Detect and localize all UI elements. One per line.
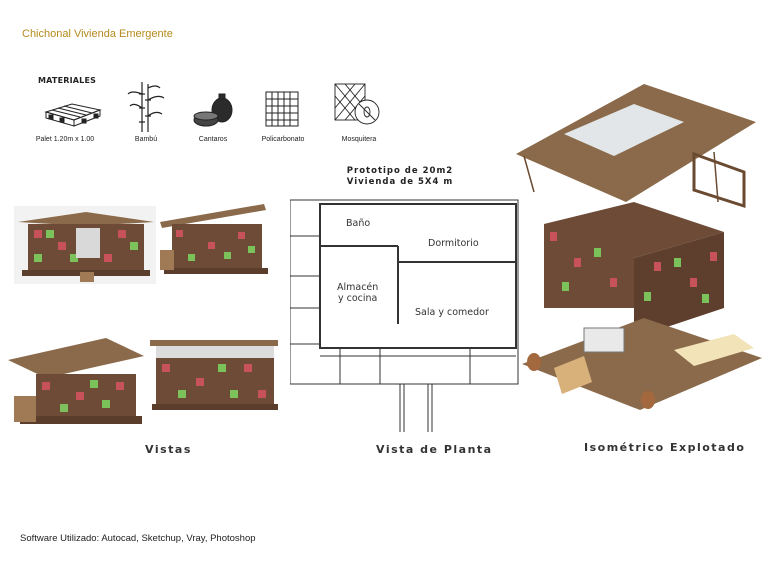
floor-plan (290, 199, 519, 432)
caption-exploded: Isométrico Explotado (584, 441, 746, 454)
house-view-front (14, 206, 156, 284)
prototype-line-2: Vivienda de 5X4 m (346, 177, 454, 187)
page-title: Chichonal Vivienda Emergente (22, 28, 173, 40)
room-storage-line-2: y cocina (337, 293, 378, 304)
exploded-isometric (516, 84, 762, 410)
materials-heading: MATERIALES (38, 76, 97, 85)
house-view-perspective (8, 338, 144, 424)
house-view-rear (150, 340, 278, 410)
room-storage-line-1: Almacén (337, 282, 379, 293)
pallet-icon (44, 103, 102, 127)
material-label-bamboo: Bambú (134, 136, 158, 143)
polycarbonate-icon (265, 91, 299, 127)
material-label-mosquito-net: Mosquitera (341, 136, 377, 143)
jug-icon (193, 93, 233, 127)
room-living-dining: Sala y comedor (415, 307, 489, 318)
software-footer: Software Utilizado: Autocad, Sketchup, V… (20, 533, 256, 544)
room-bath: Baño (346, 218, 371, 229)
prototype-title: Prototipo de 20m2 Vivienda de 5X4 m (330, 166, 470, 188)
material-label-pallet: Palet 1.20m x 1.00 (35, 136, 95, 143)
house-view-side (160, 204, 268, 274)
room-storage-kitchen: Almacén y cocina (337, 282, 378, 304)
caption-views: Vistas (145, 443, 192, 456)
material-label-polycarbonate: Policarbonato (261, 136, 305, 143)
material-label-jug: Cantaros (198, 136, 228, 143)
prototype-line-1: Prototipo de 20m2 (346, 166, 454, 176)
mosquito-net-icon (334, 83, 380, 125)
caption-plan: Vista de Planta (376, 443, 493, 456)
room-bedroom: Dormitorio (428, 238, 479, 249)
bamboo-icon (127, 82, 165, 132)
